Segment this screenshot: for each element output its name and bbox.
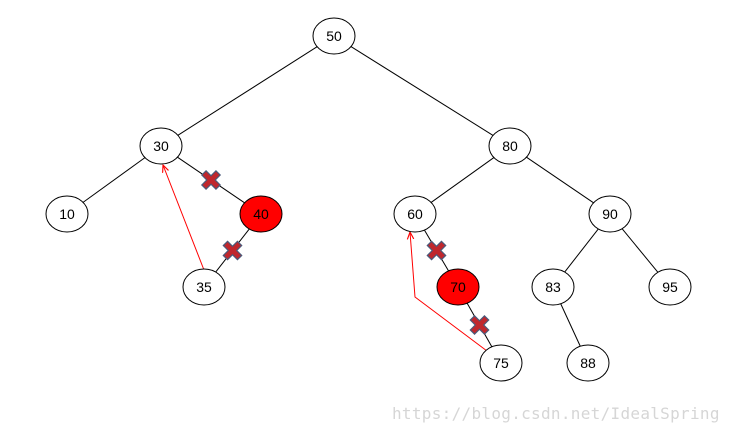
edge-n90-n95 — [621, 228, 659, 273]
node-label: 88 — [580, 355, 596, 371]
tree-node-83: 83 — [531, 268, 575, 306]
removed-edge-cross-icon — [469, 314, 490, 336]
removed-edge-cross-icon — [426, 240, 447, 261]
node-label: 75 — [493, 355, 509, 371]
edge-n80-n60 — [430, 157, 495, 203]
edge-n50-n30 — [177, 46, 318, 136]
node-circle — [393, 195, 437, 233]
watermark-text: https://blog.csdn.net/IdealSpring — [392, 404, 720, 423]
edge-n50-n80 — [350, 46, 494, 136]
node-circle — [648, 268, 692, 306]
node-circle — [139, 127, 183, 165]
tree-node-60: 60 — [393, 195, 437, 233]
node-label: 70 — [450, 279, 466, 295]
node-label: 83 — [545, 279, 561, 295]
relink-layer — [163, 165, 488, 352]
node-label: 40 — [253, 206, 269, 222]
edge-n30-n10 — [82, 157, 146, 203]
node-circle — [239, 195, 283, 233]
node-label: 60 — [407, 206, 423, 222]
removed-edge-cross-icon — [222, 240, 243, 261]
edge-n83-n88 — [560, 303, 581, 347]
node-circle — [436, 268, 480, 306]
tree-node-80: 80 — [488, 127, 532, 165]
tree-node-90: 90 — [588, 195, 632, 233]
node-label: 50 — [326, 28, 342, 44]
node-circle — [45, 195, 89, 233]
edge-n80-n90 — [526, 156, 594, 204]
node-circle — [182, 268, 226, 306]
tree-node-35: 35 — [182, 268, 226, 306]
relink-arrow-n75-n60 — [410, 232, 488, 352]
node-label: 80 — [502, 138, 518, 154]
node-label: 35 — [196, 279, 212, 295]
relink-arrow-n35-n30 — [163, 165, 205, 271]
cross-layer — [200, 169, 490, 336]
node-circle — [566, 344, 610, 382]
node-label: 95 — [662, 279, 678, 295]
node-label: 90 — [602, 206, 618, 222]
node-label: 30 — [153, 138, 169, 154]
node-circle — [588, 195, 632, 233]
tree-node-75: 75 — [479, 344, 523, 382]
nodes-layer: 50 30 80 10 40 35 60 90 70 75 83 95 88 — [45, 17, 692, 382]
edges-layer — [82, 46, 659, 348]
node-label: 10 — [59, 206, 75, 222]
tree-node-70: 70 — [436, 268, 480, 306]
node-circle — [531, 268, 575, 306]
node-circle — [479, 344, 523, 382]
tree-node-30: 30 — [139, 127, 183, 165]
tree-node-50: 50 — [312, 17, 356, 55]
tree-node-10: 10 — [45, 195, 89, 233]
tree-node-95: 95 — [648, 268, 692, 306]
tree-node-88: 88 — [566, 344, 610, 382]
tree-node-40: 40 — [239, 195, 283, 233]
node-circle — [488, 127, 532, 165]
edge-n90-n83 — [564, 228, 599, 273]
removed-edge-cross-icon — [200, 169, 222, 191]
node-circle — [312, 17, 356, 55]
